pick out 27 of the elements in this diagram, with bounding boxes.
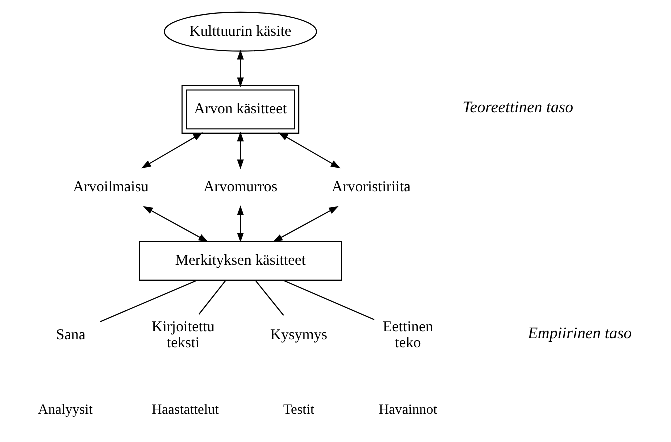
- connector: [100, 280, 198, 322]
- arrow: [237, 206, 244, 243]
- node-ellipse: Kulttuurin käsite: [164, 12, 318, 52]
- arrow: [143, 206, 209, 242]
- node-box: Arvon käsitteet: [182, 85, 300, 134]
- connector: [283, 280, 375, 320]
- arrow: [278, 132, 341, 169]
- connector: [198, 280, 226, 315]
- label: Testit: [284, 402, 315, 418]
- label: Havainnot: [378, 402, 438, 418]
- label: Analyysit: [38, 402, 93, 418]
- node-text: Arvoristiriita: [332, 180, 411, 196]
- node-text: Eettinen teko: [382, 319, 434, 352]
- arrow: [237, 132, 244, 170]
- arrow: [141, 132, 204, 169]
- label: Teoreettinen taso: [462, 98, 574, 116]
- node-text: Kysymys: [270, 328, 328, 344]
- node-text: Arvoilmaisu: [73, 180, 149, 196]
- label: Haastattelut: [152, 402, 220, 418]
- label: Empiirinen taso: [528, 324, 632, 342]
- node-text: Arvomurros: [204, 180, 278, 196]
- node-box: Merkityksen käsitteet: [139, 241, 342, 281]
- node-text: Sana: [56, 328, 86, 344]
- connector: [255, 280, 284, 316]
- arrow: [237, 50, 244, 88]
- node-text: Kirjoitettu teksti: [152, 319, 215, 352]
- arrow: [273, 206, 339, 242]
